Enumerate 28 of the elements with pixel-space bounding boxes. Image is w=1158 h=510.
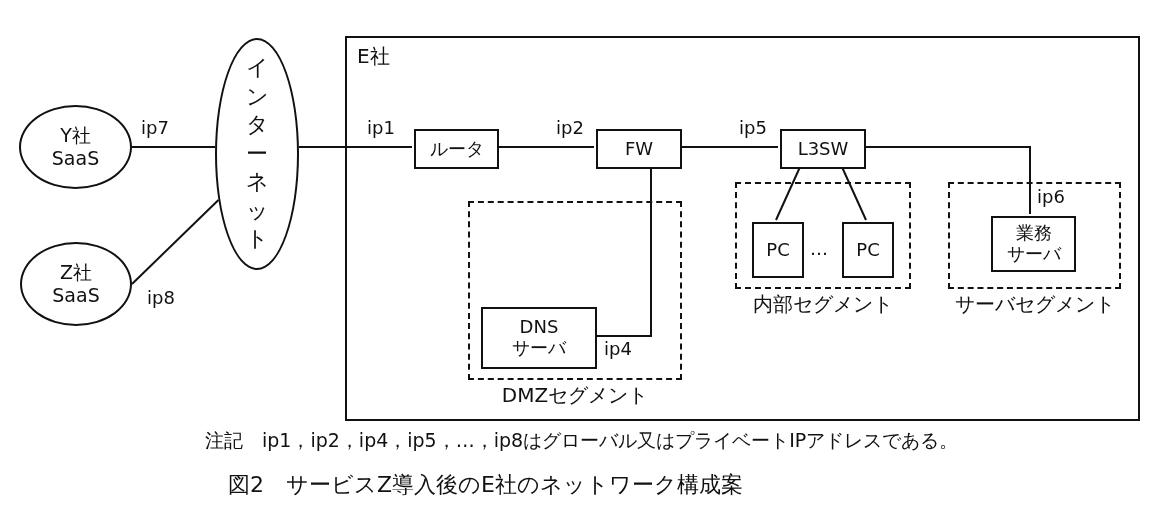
group-heading: E社 bbox=[357, 43, 390, 70]
connection-line bbox=[297, 146, 413, 148]
server-box: 業務サーバ bbox=[991, 216, 1076, 272]
edge-label: ip7 bbox=[140, 118, 170, 138]
connection-line bbox=[131, 199, 220, 285]
edge-label: ip1 bbox=[366, 118, 396, 138]
segment-label: DMZセグメント bbox=[500, 382, 650, 409]
service-ellipse: Z社 SaaS bbox=[20, 242, 132, 326]
service-ellipse: Y社 SaaS bbox=[19, 105, 132, 189]
segment-label: サーバセグメント bbox=[953, 291, 1116, 318]
connection-line bbox=[131, 146, 217, 148]
edge-label: ip2 bbox=[555, 118, 585, 138]
edge-label: ip5 bbox=[738, 118, 768, 138]
edge-label: ip6 bbox=[1036, 187, 1066, 207]
firewall-box: FW bbox=[596, 129, 682, 169]
edge-label: ip8 bbox=[146, 288, 176, 308]
switch-box: L3SW bbox=[780, 129, 866, 169]
server-box: DNS サーバ bbox=[481, 307, 597, 369]
ellipsis-mark: … bbox=[810, 238, 828, 259]
internet-label: インターネット bbox=[246, 53, 268, 254]
pc-box: PC bbox=[752, 222, 804, 278]
edge-label: ip4 bbox=[603, 339, 633, 359]
pc-box: PC bbox=[842, 222, 894, 278]
figure-caption: 図2 サービスZ導入後のE社のネットワーク構成案 bbox=[228, 471, 743, 499]
company-boundary-box bbox=[345, 36, 1140, 421]
note-text: 注記 ip1，ip2，ip4，ip5，…，ip8はグローバル又はプライベートIPアドレスである。 bbox=[205, 428, 959, 453]
segment-label: 内部セグメント bbox=[752, 291, 894, 318]
router-box: ルータ bbox=[414, 129, 499, 169]
